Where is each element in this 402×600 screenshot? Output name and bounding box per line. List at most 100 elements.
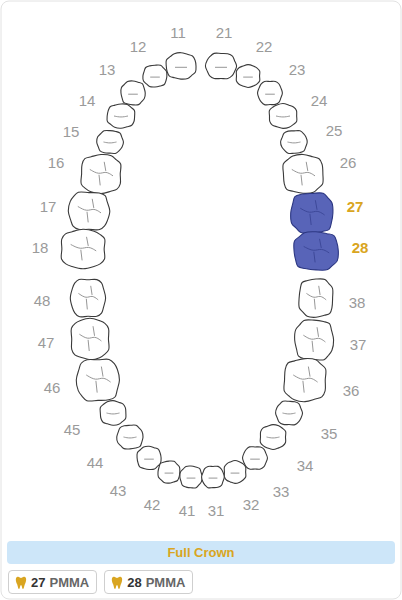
tooth-number: 15: [63, 124, 80, 139]
tooth-shape: [68, 192, 110, 230]
tooth-material-chip: 27PMMA: [8, 570, 97, 594]
tooth-shape: [71, 318, 109, 359]
tooth-number: 33: [273, 484, 290, 499]
tooth-fissure: [78, 206, 101, 212]
tooth-shape: [76, 359, 119, 401]
tooth-outline: [276, 401, 303, 425]
tooth-fissure: [308, 367, 310, 377]
tooth-outline: [258, 81, 283, 105]
tooth-outline: [269, 104, 297, 129]
tooth-shape: [260, 425, 286, 450]
tooth-number: 18: [32, 240, 49, 255]
tooth-number: 27: [347, 199, 364, 214]
tooth-fissure: [320, 239, 322, 248]
tooth-number: 43: [110, 483, 127, 498]
tooth-shape: [243, 447, 268, 470]
tooth-number: 24: [311, 93, 328, 108]
tooth-shape: [295, 320, 334, 360]
tooth-fissure: [303, 335, 325, 342]
tooth-fissure: [165, 473, 174, 474]
tooth-shape: [97, 130, 124, 153]
tooth-shape: [117, 425, 143, 449]
tooth-fissure: [304, 246, 330, 252]
tooth-number: 26: [340, 155, 357, 170]
tooth-fissure: [215, 67, 227, 68]
tooth-number: 32: [243, 497, 260, 512]
tooth-shape: [283, 154, 323, 193]
tooth-fissure: [107, 413, 120, 415]
tooth-outline: [284, 359, 326, 402]
tooth-outline: [291, 193, 333, 233]
tooth-shape: [166, 53, 196, 80]
tooth-shape: [294, 232, 339, 271]
tooth-fissure: [288, 142, 301, 144]
tooth-number: 25: [326, 123, 343, 138]
tooth-fissure: [93, 326, 95, 336]
tooth-number: 42: [144, 497, 161, 512]
tooth-shape: [281, 131, 308, 154]
tooth-outline: [295, 320, 334, 360]
tooth-outline: [180, 466, 202, 488]
tooth-outline: [205, 53, 236, 79]
tooth-number: 14: [79, 93, 96, 108]
tooth-number: 31: [208, 503, 225, 518]
tooth-outline: [117, 425, 143, 449]
tooth-shape: [137, 446, 161, 469]
tooth-icon: [15, 576, 27, 590]
tooth-fissure: [250, 459, 260, 460]
tooth-outline: [236, 65, 260, 88]
tooth-number: 11: [170, 25, 186, 40]
tooth-shape: [143, 65, 167, 87]
tooth-fissure: [150, 77, 160, 78]
tooth-shape: [100, 401, 126, 426]
tooth-icon: [111, 576, 123, 590]
tooth-number: 28: [352, 240, 369, 255]
tooth-fissure: [104, 142, 117, 144]
tooth-fissure: [71, 244, 97, 250]
tooth-fissure: [87, 212, 88, 223]
tooth-fissure: [87, 237, 89, 246]
tooth-fissure: [91, 286, 92, 295]
tooth-shape: [180, 466, 202, 488]
tooth-number: 37: [350, 337, 367, 352]
tooth-fissure: [312, 341, 313, 352]
tooth-fissure: [306, 293, 326, 299]
tooth-shape: [236, 65, 260, 88]
tooth-fissure: [99, 175, 100, 186]
tooth-number: 46: [44, 380, 61, 395]
tooth-shape: [70, 279, 105, 317]
tooth-fissure: [78, 293, 98, 299]
tooth-fissure: [101, 367, 103, 377]
tooth-fissure: [114, 116, 128, 118]
treatment-band: Full Crown: [7, 541, 395, 564]
tooth-number: 44: [87, 455, 104, 470]
tooth-fissure: [310, 214, 311, 225]
tooth-outline: [121, 81, 145, 105]
tooth-number: 22: [256, 39, 273, 54]
tooth-outline: [68, 192, 110, 230]
tooth-number: 45: [64, 422, 81, 437]
tooth-number: 27: [31, 575, 45, 590]
tooth-fissure: [96, 381, 97, 393]
tooth-outline: [61, 229, 105, 268]
tooth-outline: [107, 104, 135, 128]
tooth-fissure: [267, 437, 280, 439]
tooth-shape: [258, 81, 283, 105]
tooth-fissure: [86, 299, 87, 310]
tooth-outline: [281, 131, 308, 154]
tooth-shape: [205, 53, 236, 79]
tooth-fissure: [231, 473, 240, 474]
tooth-shape: [202, 466, 225, 488]
tooth-fissure: [293, 375, 317, 382]
tooth-fissure: [144, 459, 154, 460]
tooth-fissure: [104, 162, 106, 171]
tooth-number: 28: [127, 575, 141, 590]
tooth-outline: [294, 232, 339, 271]
material-name: PMMA: [146, 575, 186, 590]
tooth-outline: [166, 53, 196, 80]
tooth-outline: [224, 461, 246, 484]
tooth-outline: [71, 318, 109, 359]
tooth-fissure: [86, 375, 110, 382]
tooth-shape: [61, 229, 105, 268]
tooth-outline: [243, 447, 268, 470]
